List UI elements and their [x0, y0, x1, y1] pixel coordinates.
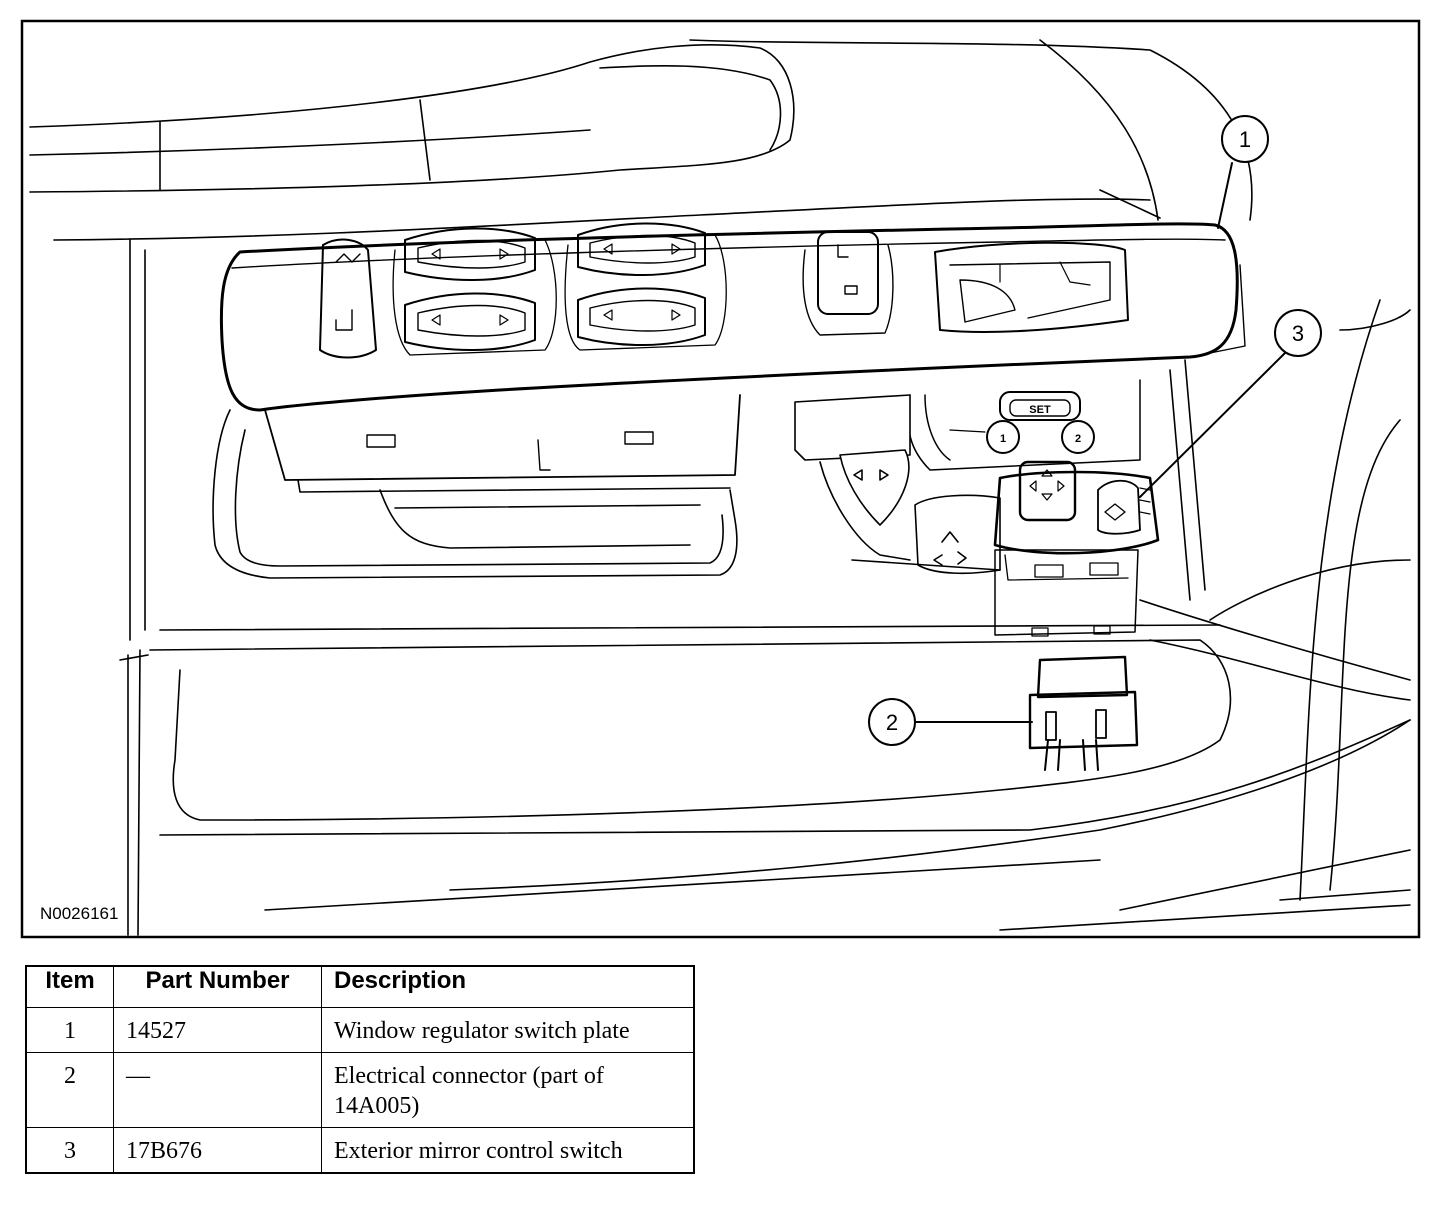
- door-switch-illustration: SET 1 2: [20, 19, 1421, 939]
- table-row: 3 17B676 Exterior mirror control switch: [25, 1127, 695, 1174]
- table-row: 2 — Electrical connector (part of 14A005…: [25, 1052, 695, 1128]
- callout-3-number: 3: [1292, 321, 1304, 346]
- window-switch-plate: [219, 222, 1246, 493]
- window-switch-front-left: [404, 227, 536, 281]
- electrical-connector: [1028, 655, 1139, 771]
- row-description: Electrical connector (part of 14A005): [321, 1052, 695, 1128]
- callout-2: 2: [868, 698, 916, 746]
- memory-set-button: [999, 391, 1081, 421]
- window-switch-rear-left: [404, 292, 536, 351]
- callout-2-number: 2: [886, 710, 898, 735]
- callout-1: 1: [1221, 115, 1269, 163]
- callout-1-number: 1: [1239, 127, 1251, 152]
- mirror-joystick: [1018, 460, 1077, 522]
- window-switch-front-right: [577, 222, 706, 276]
- seat-control-recess: [934, 241, 1129, 333]
- row-part-number: —: [113, 1052, 322, 1128]
- row-item: 3: [25, 1127, 114, 1174]
- door-lock-switch: [802, 231, 894, 336]
- row-part-number: 17B676: [113, 1127, 322, 1174]
- row-description: Window regulator switch plate: [321, 1007, 695, 1053]
- table-row: 1 14527 Window regulator switch plate: [25, 1007, 695, 1053]
- header-part-number: Part Number: [113, 965, 322, 1008]
- figure-id: N0026161: [40, 904, 118, 923]
- door-trim-background: [29, 39, 1411, 936]
- parts-table: Item Part Number Description 1 14527 Win…: [25, 965, 695, 1174]
- memory-set-label: SET: [1029, 404, 1051, 416]
- row-item: 2: [25, 1052, 114, 1128]
- memory-button-1: [986, 420, 1020, 454]
- seat-adjuster-switches: [794, 394, 1001, 575]
- row-description: Exterior mirror control switch: [321, 1127, 695, 1174]
- memory-button-2: [1061, 420, 1095, 454]
- illustration-svg: SET 1 2: [20, 19, 1421, 939]
- row-item: 1: [25, 1007, 114, 1053]
- mirror-control-switch: [993, 460, 1160, 637]
- table-header-row: Item Part Number Description: [25, 965, 695, 1008]
- header-item: Item: [25, 965, 114, 1008]
- row-part-number: 14527: [113, 1007, 322, 1053]
- memory-button-2-label: 2: [1075, 433, 1081, 445]
- memory-button-1-label: 1: [1000, 433, 1006, 445]
- callout-3: 3: [1274, 309, 1322, 357]
- window-switch-rear-right: [577, 287, 706, 346]
- armrest-pocket: [212, 409, 738, 579]
- callout-leaders: [914, 162, 1286, 723]
- figure-frame: [20, 19, 1421, 939]
- header-description: Description: [321, 965, 695, 1008]
